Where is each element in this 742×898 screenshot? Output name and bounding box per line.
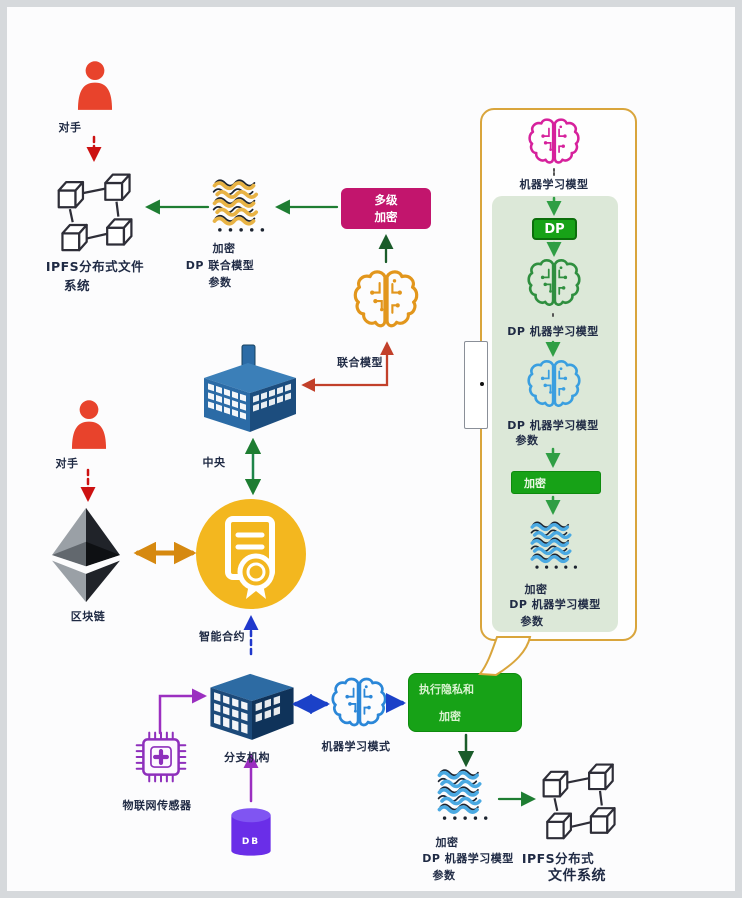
encrypted-ml-params-node — [436, 765, 496, 825]
panel-enc-label-2: DP 机器学习模型 — [509, 598, 601, 611]
central-node — [198, 342, 302, 436]
encrypted-weave-icon — [211, 176, 273, 236]
arrow-iot-to-branch — [158, 688, 207, 735]
panel-enc-label-3: 参数 — [520, 615, 544, 628]
panel-dp-ml-params-label-1: DP 机器学习模型 — [507, 419, 599, 432]
chip-icon — [135, 731, 187, 783]
enc-ml-bottom-label-1: 加密 — [435, 836, 459, 849]
federated-model-node — [352, 266, 420, 334]
ipfs-top-label-1: IPFS分布式文件 — [45, 259, 145, 274]
ipfs-bottom-node — [540, 758, 620, 842]
ipfs-cubes-icon — [540, 758, 620, 842]
enc-ml-bottom-label-3: 参数 — [432, 869, 456, 882]
ml-brain-icon — [527, 115, 581, 169]
branch-node — [205, 655, 299, 747]
adversary-top-node — [72, 57, 118, 115]
blockchain-label: 区块链 — [70, 610, 106, 623]
ml-mode-node — [329, 674, 389, 732]
federated-model-label: 联合模型 — [337, 356, 383, 369]
encrypted-weave-icon — [529, 517, 585, 574]
adversary-mid-label: 对手 — [55, 457, 79, 470]
encrypted-weave-icon — [436, 765, 496, 825]
panel-encrypt-box: 加密 — [511, 471, 601, 494]
enc-fed-label-1: 加密 — [212, 242, 236, 255]
ipfs-top-label-2: 系统 — [63, 278, 91, 293]
panel-enc-label-1: 加密 — [524, 583, 548, 596]
encrypted-fed-params-node — [211, 176, 273, 236]
ipfs-bottom-label-2: 文件系统 — [548, 868, 606, 884]
branch-label: 分支机构 — [224, 751, 270, 764]
smart-contract-node — [196, 499, 306, 609]
adversary-icon — [72, 57, 118, 115]
ml-mode-label: 机器学习模式 — [321, 740, 391, 753]
dp-box-label: DP — [544, 221, 565, 237]
multilevel-encryption-line2: 加密 — [374, 209, 398, 224]
iot-sensor-node — [135, 731, 187, 783]
ml-brain-icon — [526, 255, 582, 312]
multilevel-encryption-box: 多级 加密 — [341, 188, 431, 229]
panel-dp-ml-params-node — [526, 356, 582, 413]
enc-fed-label-2: DP 联合模型 — [185, 259, 255, 272]
connector-handle[interactable] — [464, 341, 488, 429]
adversary-icon — [66, 397, 112, 453]
smart-contract-label: 智能合约 — [199, 630, 245, 643]
federated-brain-icon — [352, 266, 420, 334]
central-building-icon — [204, 344, 296, 432]
database-icon — [231, 808, 271, 856]
ipfs-top-node — [55, 168, 137, 254]
ipfs-bottom-label-1: IPFS分布式 — [521, 851, 595, 866]
adversary-top-label: 对手 — [58, 121, 82, 134]
branch-building-icon — [210, 673, 294, 740]
panel-ml-model-label: 机器学习模型 — [519, 178, 589, 191]
db-label: DB — [241, 837, 261, 847]
iot-sensor-label: 物联网传感器 — [122, 799, 192, 812]
panel-ml-model-node — [527, 115, 581, 169]
panel-encrypted-params-node — [529, 517, 585, 574]
enc-ml-bottom-label-2: DP 机器学习模型 — [422, 852, 514, 865]
privacy-encryption-box: 执行隐私和 加密 — [408, 673, 522, 732]
ml-brain-icon — [329, 674, 389, 732]
panel-dp-ml-model-node — [526, 255, 582, 312]
handle-dot — [480, 381, 485, 386]
privacy-box-line1: 执行隐私和 — [419, 683, 474, 696]
panel-dp-ml-params-label-2: 参数 — [515, 434, 539, 447]
enc-fed-label-3: 参数 — [208, 276, 232, 289]
ipfs-cubes-icon — [55, 168, 137, 254]
dp-box: DP — [532, 218, 577, 240]
db-node — [227, 804, 275, 862]
ethereum-icon — [52, 507, 120, 603]
central-label: 中央 — [202, 456, 226, 469]
certificate-icon — [225, 516, 275, 599]
ml-brain-icon — [526, 356, 582, 413]
privacy-box-line2: 加密 — [439, 710, 461, 723]
panel-dp-ml-model-label: DP 机器学习模型 — [507, 325, 599, 338]
multilevel-encryption-line1: 多级 — [374, 192, 398, 207]
adversary-mid-node — [66, 397, 112, 453]
blockchain-node — [40, 506, 132, 604]
panel-encrypt-label: 加密 — [524, 476, 546, 490]
